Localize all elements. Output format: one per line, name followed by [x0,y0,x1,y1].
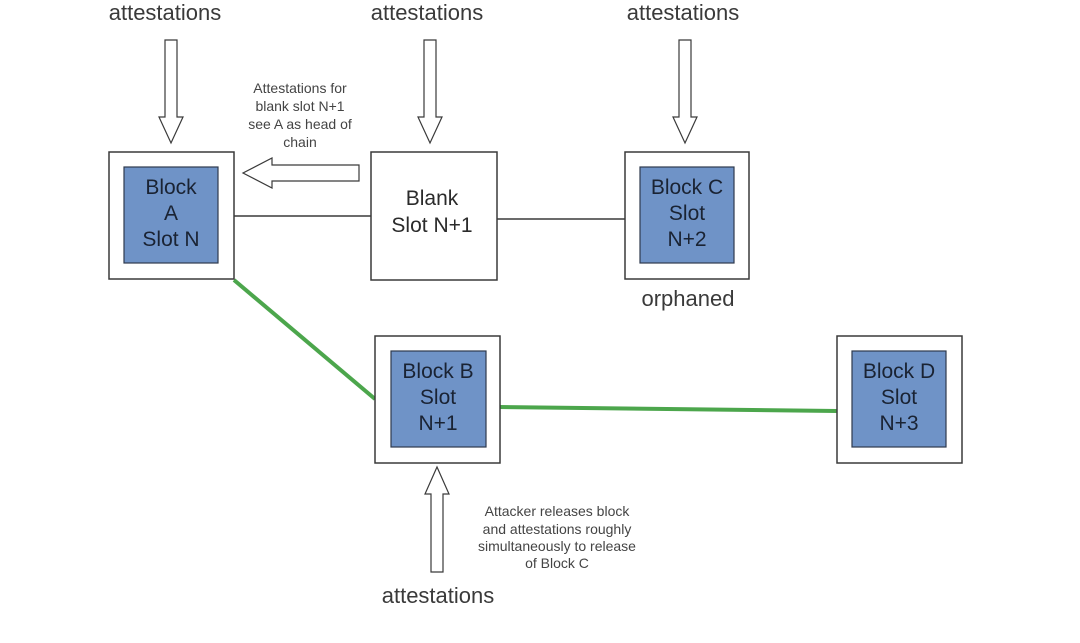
canonical-link-b-to-d [499,405,838,413]
svg-text:Block B: Block B [402,360,473,383]
svg-text:Slot N+1: Slot N+1 [391,214,472,237]
orphaned-label: orphaned [642,286,735,311]
block-b: Block B Slot N+1 [374,335,501,464]
block-b-body [390,350,487,448]
svg-text:Blank: Blank [406,187,459,210]
svg-text:Block D: Block D [863,360,935,383]
attestations-label-a: attestations [109,0,222,25]
svg-text:see A as head of: see A as head of [248,116,352,132]
svg-text:and attestations roughly: and attestations roughly [483,521,632,537]
attestations-label-b: attestations [382,583,495,608]
blank-slot-frame [370,151,498,281]
svg-text:N+1: N+1 [418,412,457,435]
svg-text:Slot: Slot [669,202,705,225]
note-attacker: Attacker releases block and attestations… [478,503,636,571]
svg-text:Block: Block [145,176,197,199]
block-c: Block C Slot N+2 [624,151,750,280]
note-blank-attestations: Attestations for blank slot N+1 see A as… [248,80,352,150]
svg-text:Block C: Block C [651,176,723,199]
block-d: Block D Slot N+3 [836,335,963,464]
block-d-body [851,350,947,448]
svg-text:Slot: Slot [420,386,456,409]
down-arrow-icon [672,39,698,145]
blank-slot: Blank Slot N+1 [370,151,498,281]
svg-text:chain: chain [283,134,316,150]
block-a-body [123,166,219,264]
canonical-link-a-to-b [232,278,377,401]
svg-text:Attestations for: Attestations for [253,80,347,96]
svg-text:Attacker releases block: Attacker releases block [485,503,631,519]
svg-text:N+2: N+2 [667,228,706,251]
attestations-label-blank: attestations [371,0,484,25]
down-arrow-icon [158,39,184,145]
svg-text:N+3: N+3 [879,412,918,435]
svg-text:of Block C: of Block C [525,555,589,571]
svg-text:simultaneously to release: simultaneously to release [478,538,636,554]
down-arrow-icon [417,39,443,145]
attestations-label-c: attestations [627,0,740,25]
up-arrow-icon [424,465,450,573]
block-a: Block A Slot N [108,151,235,280]
svg-text:Slot N: Slot N [142,228,199,251]
block-c-body [639,166,735,264]
left-arrow-icon [241,157,360,189]
svg-text:Slot: Slot [881,386,917,409]
svg-text:blank slot N+1: blank slot N+1 [255,98,344,114]
svg-text:A: A [164,202,178,225]
